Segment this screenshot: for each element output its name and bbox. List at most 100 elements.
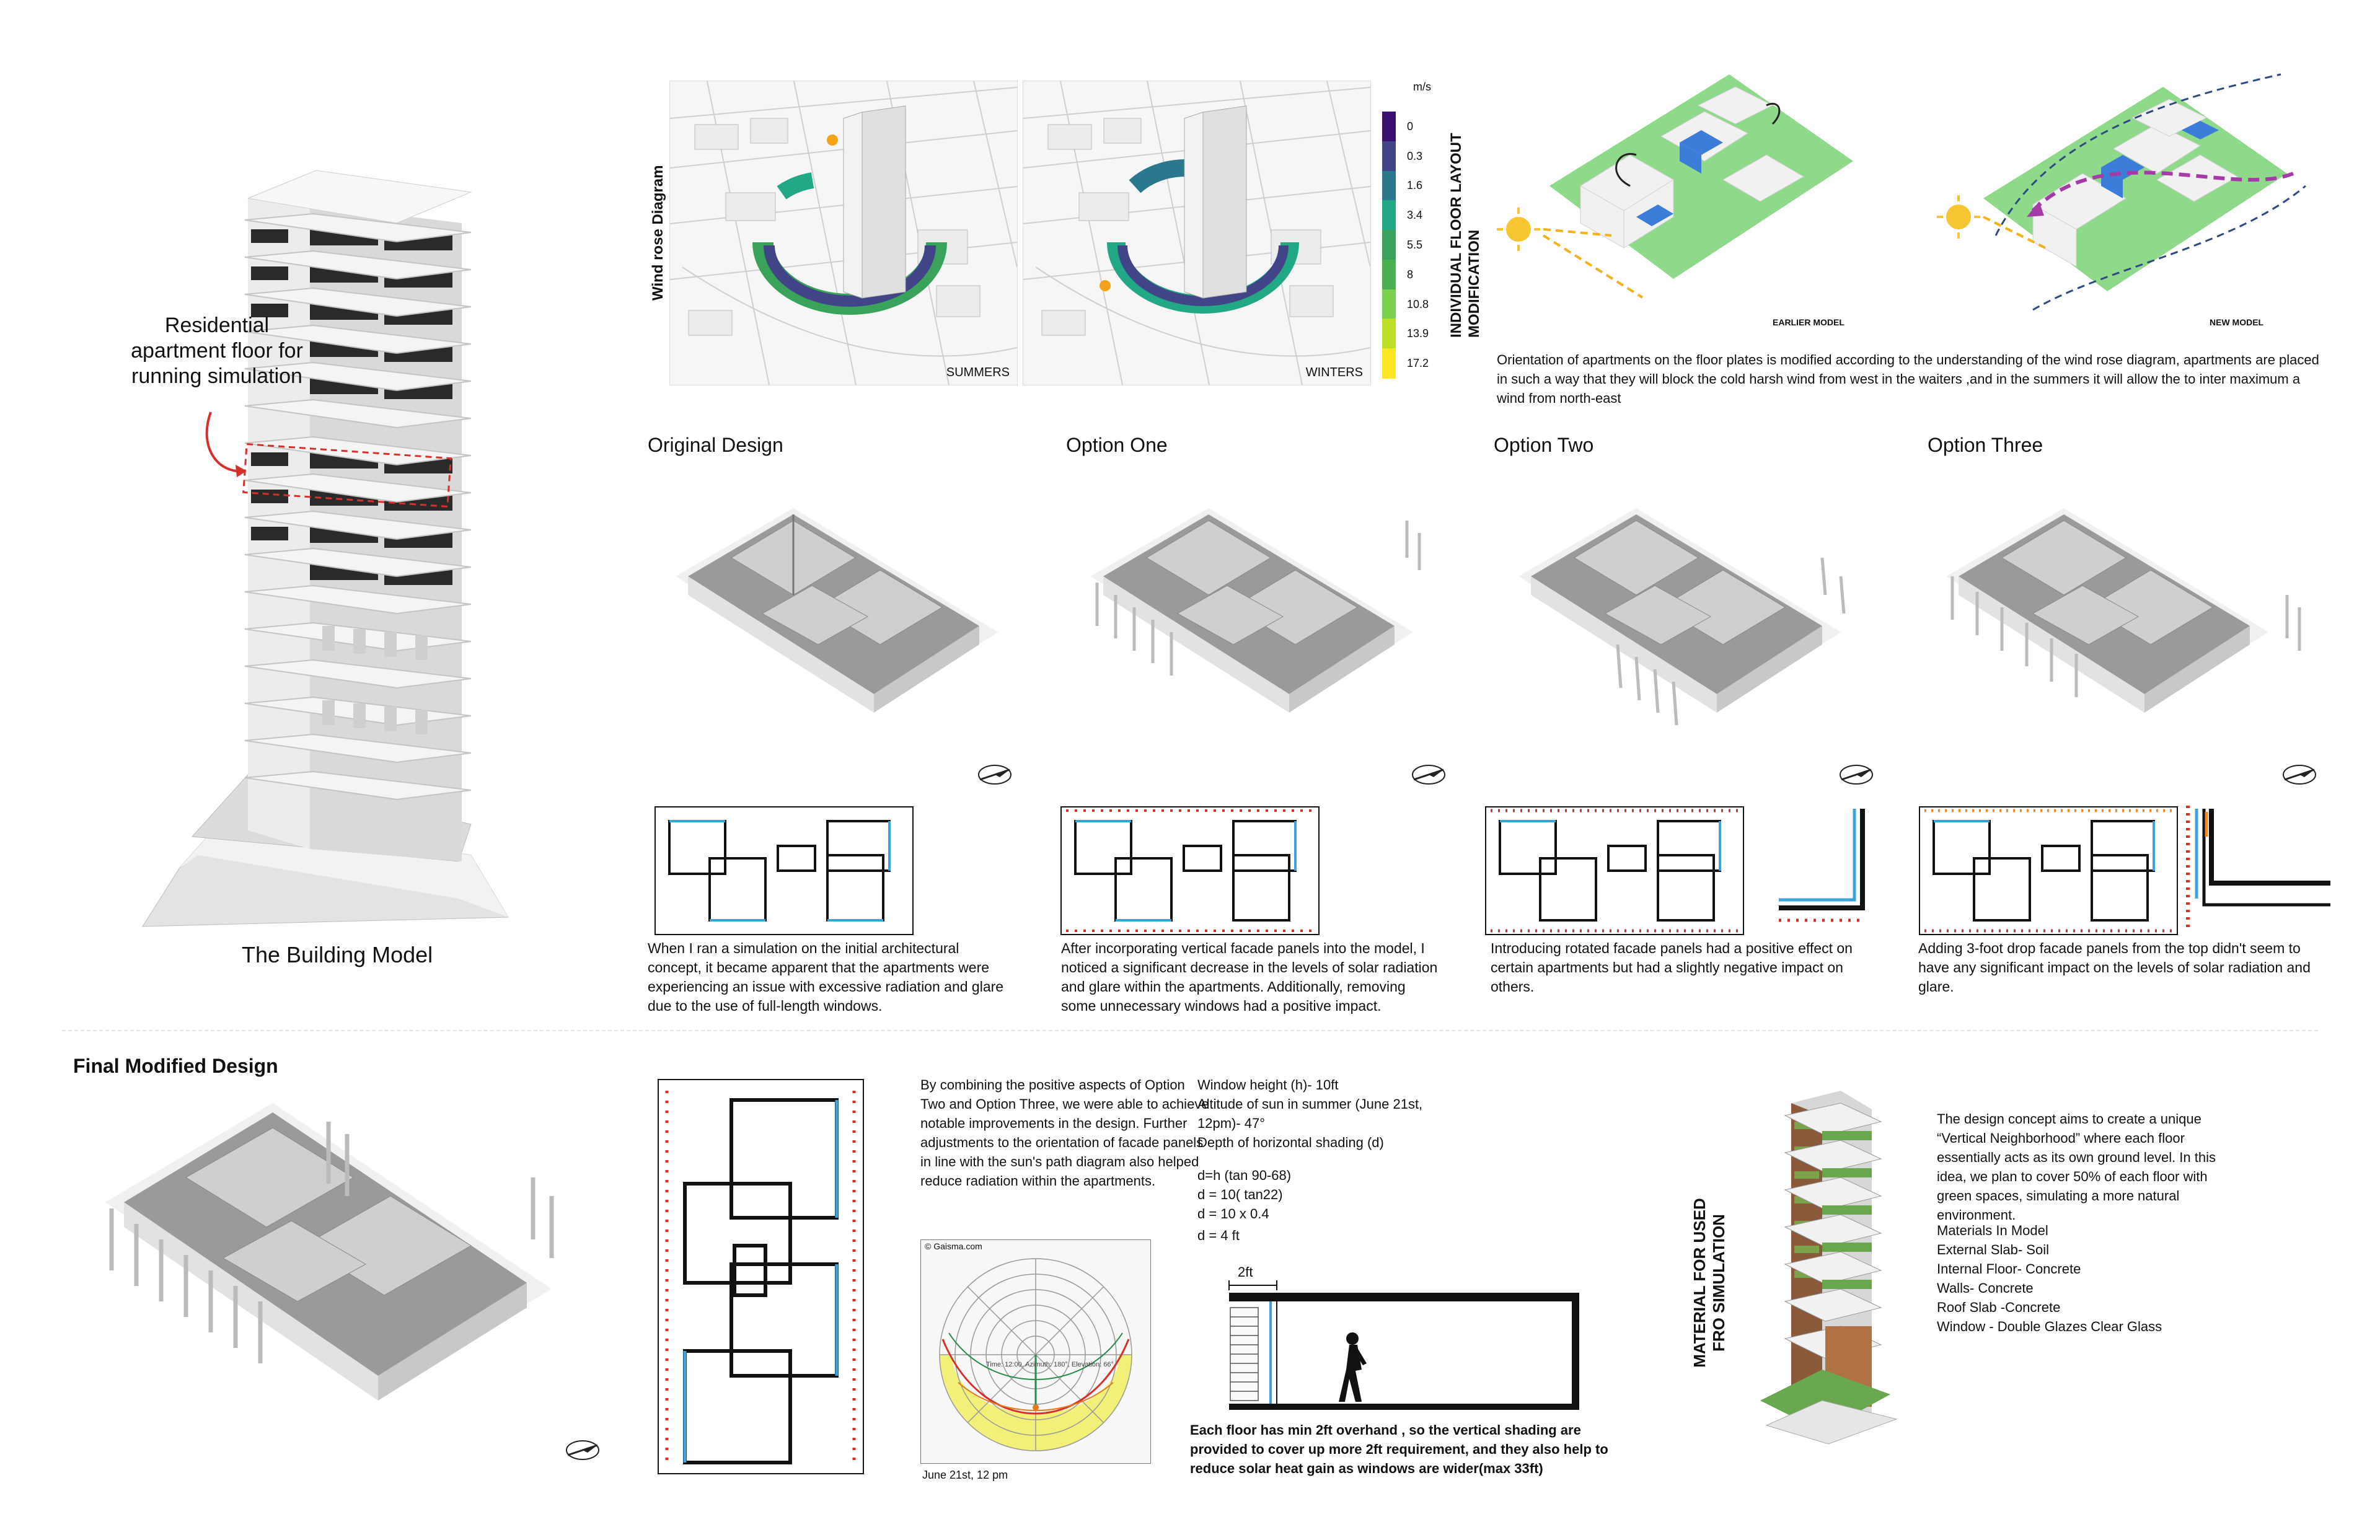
layout-mod-vertical-title: INDIVIDUAL FLOOR LAYOUT MODIFICATION [1448, 133, 1483, 338]
material-item: External Slab- Soil [1937, 1242, 2049, 1257]
final-plan [657, 1078, 865, 1475]
option-title-three: Option Three [1928, 434, 2043, 456]
wind-rose-vertical-title: Wind rose Diagram [650, 165, 666, 301]
calc-line: d = 10 x 0.4 [1197, 1206, 1269, 1221]
overhang-graphic [1228, 1280, 1579, 1410]
material-item: Window - Double Glazes Clear Glass [1937, 1319, 2162, 1334]
option-text-three: Adding 3-foot drop facade panels from th… [1918, 940, 2311, 995]
plan-original-graphic [654, 806, 914, 935]
iso-model-option-one-graphic [1091, 508, 1421, 713]
iso-model-option-two [1512, 483, 1859, 781]
overhang-dimension-label: 2ft [1238, 1264, 1253, 1280]
sunpath-graphic [939, 1258, 1132, 1451]
legend-value-label: 13.9 [1407, 327, 1429, 340]
calc-line: d=h (tan 90-68) [1197, 1168, 1292, 1183]
option-text-one: After incorporating vertical facade pane… [1061, 940, 1438, 1014]
option-text-two: Introducing rotated facade panels had a … [1491, 940, 1853, 995]
option-title-one: Option One [1066, 434, 1168, 456]
calc-line: Depth of horizontal shading (d) [1197, 1135, 1384, 1150]
plan-option-two [1484, 806, 1745, 936]
shading-calc: Window height (h)- 10ft Altitude of sun … [1197, 1075, 1458, 1245]
legend-value-label: 8 [1407, 268, 1414, 281]
wind-rose-summer-graphic [670, 81, 1017, 385]
iso-model-option-three-graphic [1946, 508, 2301, 713]
legend-swatch [1382, 141, 1396, 172]
layout-mod-diagrams: EARLIER MODEL NEW MODEL [1488, 62, 2330, 347]
north-arrow-icon [1838, 762, 1875, 790]
legend-value-label: 17.2 [1407, 357, 1429, 370]
new-model-label: NEW MODEL [2210, 317, 2264, 327]
green-tower-model [1748, 1078, 1934, 1450]
sunpath-diagram: © Gaisma.com Time: 12:00, Azimuth: 180°,… [920, 1239, 1151, 1464]
layout-mod-graphic [1497, 73, 2306, 311]
section-divider [62, 1030, 2318, 1031]
north-arrow-icon [2281, 762, 2318, 790]
north-arrow-icon [976, 762, 1013, 790]
materials-list: Materials In Model External Slab- Soil I… [1937, 1221, 2222, 1336]
detail-option-two [1773, 806, 1872, 930]
plan-option-three [1918, 806, 2179, 936]
building-model-section [124, 155, 533, 961]
sunpath-caption: June 21st, 12 pm [922, 1469, 1008, 1481]
final-iso-model [93, 1085, 564, 1481]
plan-original [654, 806, 914, 936]
legend-value-label: 3.4 [1407, 209, 1423, 222]
legend-value-label: 1.6 [1407, 179, 1423, 192]
final-title: Final Modified Design [73, 1055, 278, 1077]
calc-line [1197, 1152, 1458, 1166]
sunpath-header: © Gaisma.com [925, 1241, 982, 1251]
plan-option-two-graphic [1485, 806, 1744, 935]
option-title-two: Option Two [1494, 434, 1594, 456]
final-iso-model-graphic [105, 1103, 554, 1401]
sunpath-note: Time: 12:00, Azimuth: 180°, Elevation: 6… [986, 1361, 1114, 1368]
calc-line: Altitude of sun in summer (June 21st, 12… [1197, 1096, 1423, 1131]
building-model-illustration [142, 170, 509, 927]
legend-swatch [1382, 170, 1396, 201]
building-model-title: The Building Model [242, 942, 433, 967]
option-text-original: When I ran a simulation on the initial a… [648, 940, 1004, 1014]
final-plan-graphic [658, 1079, 864, 1474]
layout-mod-description: Orientation of apartments on the floor p… [1497, 352, 2319, 406]
legend-swatch [1382, 259, 1396, 290]
plan-option-three-graphic [1919, 806, 2178, 935]
plan-option-one [1060, 806, 1320, 936]
materials-heading: Materials In Model [1937, 1223, 2048, 1238]
legend-swatch [1382, 348, 1396, 379]
materials-vertical-title: MATERIAL FOR USED FRO SIMULATION [1690, 1198, 1728, 1368]
wind-rose-winter-map: WINTERS [1023, 81, 1371, 385]
legend-value-label: 0 [1407, 120, 1414, 133]
iso-model-option-three [1940, 483, 2312, 781]
iso-model-option-two-graphic [1518, 508, 1846, 726]
legend-color-bar [1382, 112, 1396, 379]
green-tower-graphic [1760, 1091, 1898, 1445]
legend-swatch [1382, 230, 1396, 260]
legend-swatch [1382, 289, 1396, 320]
wind-rose-winters-label: WINTERS [1305, 366, 1363, 379]
earlier-model-label: EARLIER MODEL [1773, 317, 1844, 327]
building-annotation: Residential apartment floor for running … [131, 314, 303, 388]
option-title-original: Original Design [648, 434, 783, 456]
calc-line: d = 4 ft [1197, 1228, 1240, 1243]
wind-rose-winter-graphic [1023, 81, 1370, 385]
north-arrow-icon [1410, 762, 1447, 790]
calc-line: Window height (h)- 10ft [1197, 1077, 1339, 1093]
iso-model-original [669, 483, 1004, 781]
wind-rose-summers-label: SUMMERS [946, 366, 1010, 379]
legend-value-label: 0.3 [1407, 149, 1423, 162]
detail-option-three [2182, 799, 2334, 936]
legend-value-label: 5.5 [1407, 239, 1423, 251]
material-item: Internal Floor- Concrete [1937, 1261, 2081, 1277]
legend-swatch [1382, 200, 1396, 231]
iso-model-option-one [1085, 483, 1432, 781]
legend-unit: m/s [1413, 81, 1431, 93]
overhang-note: Each floor has min 2ft overhand , so the… [1190, 1422, 1608, 1476]
material-item: Walls- Concrete [1937, 1280, 2034, 1296]
calc-line: d = 10( tan22) [1197, 1187, 1283, 1202]
legend-swatch [1382, 112, 1396, 142]
plan-option-one-graphic [1060, 806, 1320, 935]
detail-option-two-graphic [1779, 809, 1866, 922]
material-item: Roof Slab -Concrete [1937, 1300, 2061, 1315]
overhang-section: 2ft [1218, 1264, 1590, 1419]
